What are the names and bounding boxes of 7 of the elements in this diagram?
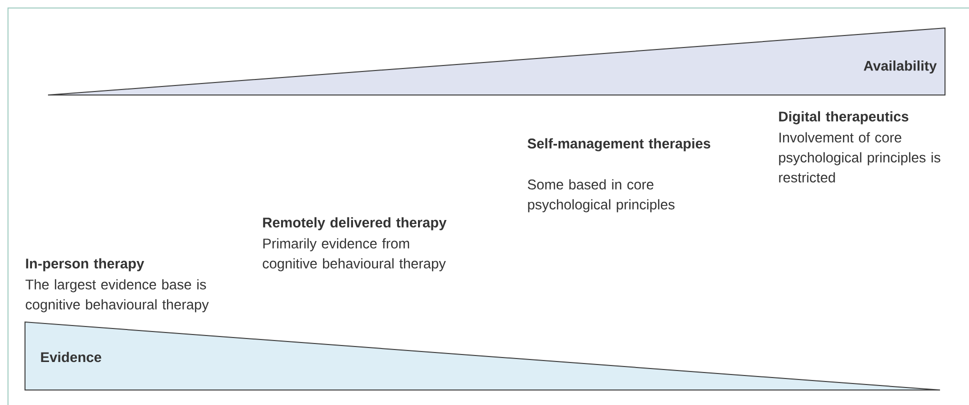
- therapy-heading: Remotely delivered therapy: [263, 217, 447, 230]
- therapy-description: Involvement of core psychological principles is restricted: [779, 132, 940, 182]
- therapy-description: Primarily evidence from cognitive behavioural therapy: [262, 238, 446, 272]
- therapy-heading: Digital therapeutics: [779, 111, 908, 124]
- therapy-description: Some based in core psychological principles: [528, 179, 674, 212]
- therapy-heading: Self-management therapies: [528, 138, 710, 152]
- therapy-heading: In-person therapy: [26, 258, 144, 272]
